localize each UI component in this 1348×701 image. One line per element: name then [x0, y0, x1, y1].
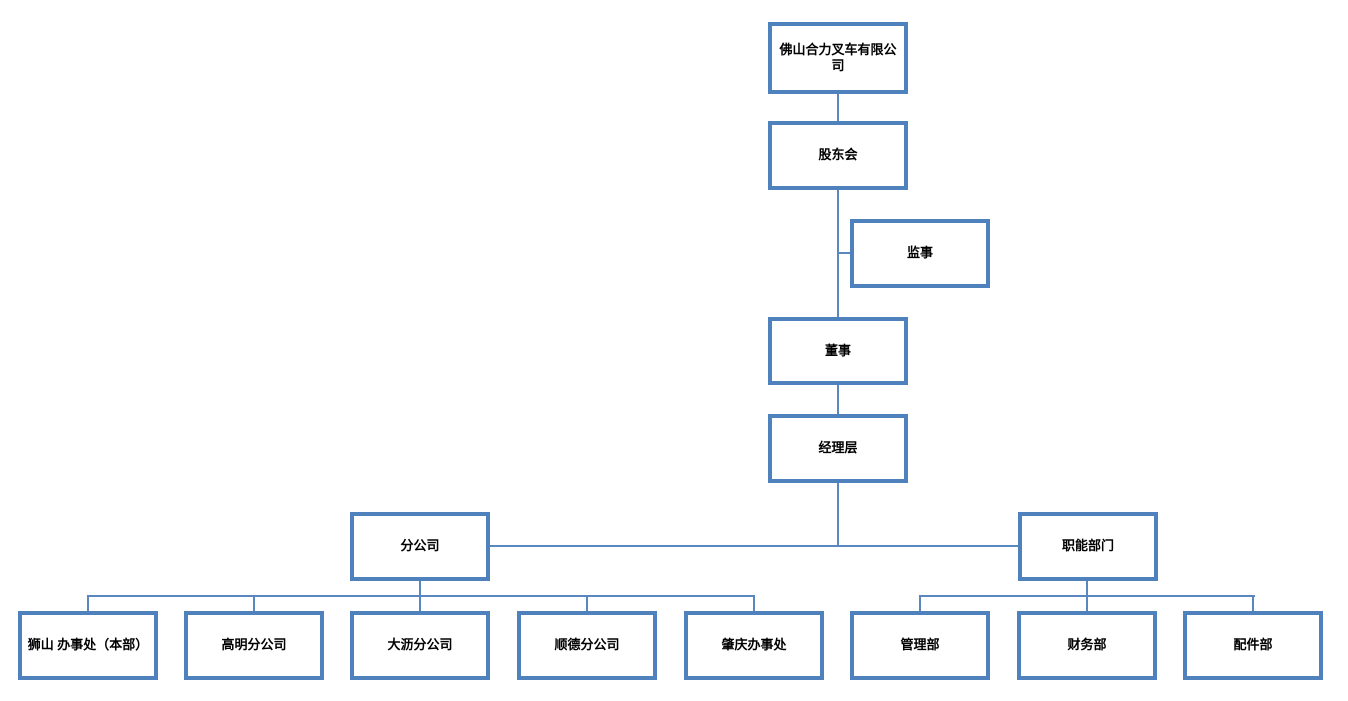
org-node-director: 董事	[768, 317, 908, 385]
connector-drop-gaoming	[253, 597, 255, 611]
connector-drop-finance	[1086, 597, 1088, 611]
org-node-zhaoqing: 肇庆办事处	[684, 611, 824, 680]
org-node-shishan: 狮山 办事处（本部）	[18, 611, 158, 680]
connector-shareholders-director	[837, 190, 839, 317]
connector-branch-functional-bar	[490, 545, 1018, 547]
connector-functional-down	[1086, 581, 1088, 596]
connector-drop-dali	[419, 597, 421, 611]
org-node-supervisor: 监事	[850, 219, 990, 288]
connector-drop-zhaoqing	[753, 597, 755, 611]
connector-supervisor-spur	[839, 252, 850, 254]
org-node-finance: 财务部	[1017, 611, 1157, 680]
connector-branch-bus	[87, 595, 755, 597]
connector-drop-shunde	[586, 597, 588, 611]
org-node-branch: 分公司	[350, 512, 490, 581]
connector-branch-down	[419, 581, 421, 596]
org-node-company: 佛山合力叉车有限公司	[768, 22, 908, 94]
connector-functional-bus	[919, 595, 1255, 597]
org-node-shunde: 顺德分公司	[517, 611, 657, 680]
connector-drop-parts	[1252, 597, 1254, 611]
org-node-functional: 职能部门	[1018, 512, 1158, 581]
connector-drop-admin	[919, 597, 921, 611]
connector-director-management	[837, 385, 839, 414]
connector-drop-shishan	[87, 597, 89, 611]
connector-company-shareholders	[837, 94, 839, 121]
org-node-parts: 配件部	[1183, 611, 1323, 680]
org-node-admin: 管理部	[850, 611, 990, 680]
org-node-gaoming: 高明分公司	[184, 611, 324, 680]
org-node-shareholders: 股东会	[768, 121, 908, 190]
connector-management-down	[837, 483, 839, 546]
org-node-dali: 大沥分公司	[350, 611, 490, 680]
org-node-management: 经理层	[768, 414, 908, 483]
